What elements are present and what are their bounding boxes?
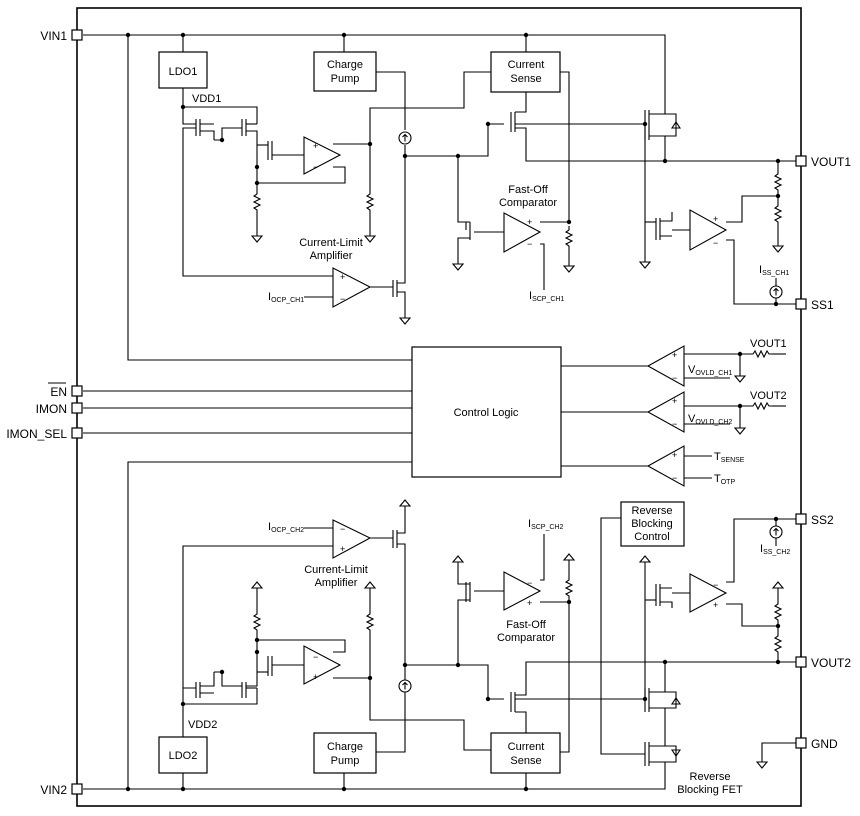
- ldo2-label: LDO2: [169, 750, 198, 762]
- pin-vout2: [795, 656, 807, 668]
- pin-vin1-label: VIN1: [40, 29, 67, 43]
- vovld-ch2-label: VOVLD_CH2: [688, 413, 732, 426]
- svg-text:+: +: [672, 450, 677, 460]
- vovld-ch1-label: VOVLD_CH1: [688, 364, 732, 377]
- pin-vout1: [795, 155, 807, 167]
- charge-pump-1-label-line1: Charge: [327, 59, 363, 71]
- pin-gnd-label: GND: [811, 737, 838, 751]
- svg-text:−: −: [713, 580, 718, 590]
- reverse-blocking-control-line3: Control: [634, 531, 669, 543]
- pin-vin1: [71, 29, 83, 41]
- svg-text:−: −: [713, 238, 718, 248]
- svg-text:+: +: [713, 600, 718, 610]
- current-sense-1-label-line2: Sense: [510, 73, 541, 85]
- iss-ch1-label: ISS_CH1: [759, 264, 789, 277]
- svg-text:−: −: [313, 652, 318, 662]
- iocp-ch2-label: IOCP_CH2: [268, 521, 304, 534]
- svg-text:−: −: [340, 294, 345, 304]
- current-limit-amp-1-line2: Amplifier: [310, 250, 353, 262]
- charge-pump-1-block: [313, 51, 377, 92]
- svg-text:+: +: [340, 272, 345, 282]
- current-limit-amp-2-line2: Amplifier: [315, 577, 358, 589]
- pin-en-label: EN: [50, 385, 67, 399]
- channel-2-circuit: − + − + − +: [83, 461, 796, 792]
- svg-text:−: −: [527, 578, 532, 588]
- current-sense-1-label-line1: Current: [508, 59, 545, 71]
- iss-ch2-label: ISS_CH2: [760, 543, 790, 556]
- fast-off-comp-1-line1: Fast-Off: [508, 184, 548, 196]
- vdd1-label: VDD1: [192, 93, 221, 105]
- reverse-blocking-control-block: [620, 501, 685, 547]
- ldo2-block: [158, 736, 208, 774]
- reverse-blocking-control-line2: Blocking: [631, 518, 673, 530]
- svg-text:−: −: [672, 373, 677, 383]
- iscp-ch1-label: ISCP_CH1: [529, 290, 564, 303]
- svg-text:+: +: [313, 672, 318, 682]
- pin-ss2: [795, 513, 807, 525]
- charge-pump-2-label-line2: Pump: [331, 755, 360, 767]
- svg-text:+: +: [340, 544, 345, 554]
- svg-text:−: −: [340, 524, 345, 534]
- svg-text:−: −: [313, 162, 318, 172]
- fast-off-comp-2-line1: Fast-Off: [506, 619, 546, 631]
- fast-off-comp-2-line2: Comparator: [497, 632, 555, 644]
- ldo1-block: [158, 51, 208, 89]
- reverse-blocking-control-line1: Reverse: [632, 505, 673, 517]
- pin-gnd: [795, 737, 807, 749]
- pin-vin2: [71, 783, 83, 795]
- charge-pump-2-block: [313, 732, 377, 774]
- vdd2-label: VDD2: [188, 719, 217, 731]
- current-limit-amp-1-line1: Current-Limit: [299, 237, 363, 249]
- charge-pump-2-label-line1: Charge: [327, 741, 363, 753]
- reverse-blocking-fet-line1: Reverse: [690, 771, 731, 783]
- tsense-label: TSENSE: [714, 451, 745, 464]
- channel-1-circuit: + − + − + −: [83, 32, 796, 361]
- svg-text:−: −: [672, 419, 677, 429]
- current-limit-amp-2-line1: Current-Limit: [304, 564, 368, 576]
- totp-label: TOTP: [714, 473, 735, 486]
- pin-imon-sel-label: IMON_SEL: [6, 427, 67, 441]
- vout1-sense-label: VOUT1: [750, 338, 787, 350]
- charge-pump-1-label-line2: Pump: [331, 73, 360, 85]
- iscp-ch2-label: ISCP_CH2: [528, 518, 563, 531]
- current-sense-2-label-line2: Sense: [510, 755, 541, 767]
- current-sense-2-label-line1: Current: [508, 741, 545, 753]
- fast-off-comp-1-line2: Comparator: [499, 197, 557, 209]
- svg-text:+: +: [672, 396, 677, 406]
- pin-en: [71, 385, 83, 397]
- pin-vin2-label: VIN2: [40, 783, 67, 797]
- reverse-blocking-fet-line2: Blocking FET: [677, 784, 743, 796]
- pin-ss2-label: SS2: [811, 513, 834, 527]
- control-section: + − + − + −: [83, 345, 786, 487]
- pin-imon: [71, 402, 83, 414]
- pin-ss1-label: SS1: [811, 298, 834, 312]
- control-logic-block: [411, 346, 562, 478]
- control-logic-label: Control Logic: [454, 407, 519, 419]
- pin-imon-label: IMON: [36, 402, 67, 416]
- svg-text:−: −: [527, 239, 532, 249]
- pin-ss1: [795, 298, 807, 310]
- svg-text:+: +: [313, 141, 318, 151]
- vout2-sense-label: VOUT2: [750, 390, 787, 402]
- svg-text:+: +: [672, 350, 677, 360]
- svg-text:+: +: [527, 598, 532, 608]
- current-sense-1-block: [490, 51, 561, 93]
- svg-text:+: +: [527, 217, 532, 227]
- iocp-ch1-label: IOCP_CH1: [268, 291, 304, 304]
- pin-vout2-label: VOUT2: [811, 656, 851, 670]
- current-sense-2-block: [490, 732, 561, 774]
- pin-imon-sel: [71, 427, 83, 439]
- svg-text:+: +: [713, 214, 718, 224]
- ldo1-label: LDO1: [169, 66, 198, 78]
- pin-vout1-label: VOUT1: [811, 155, 851, 169]
- svg-text:−: −: [672, 473, 677, 483]
